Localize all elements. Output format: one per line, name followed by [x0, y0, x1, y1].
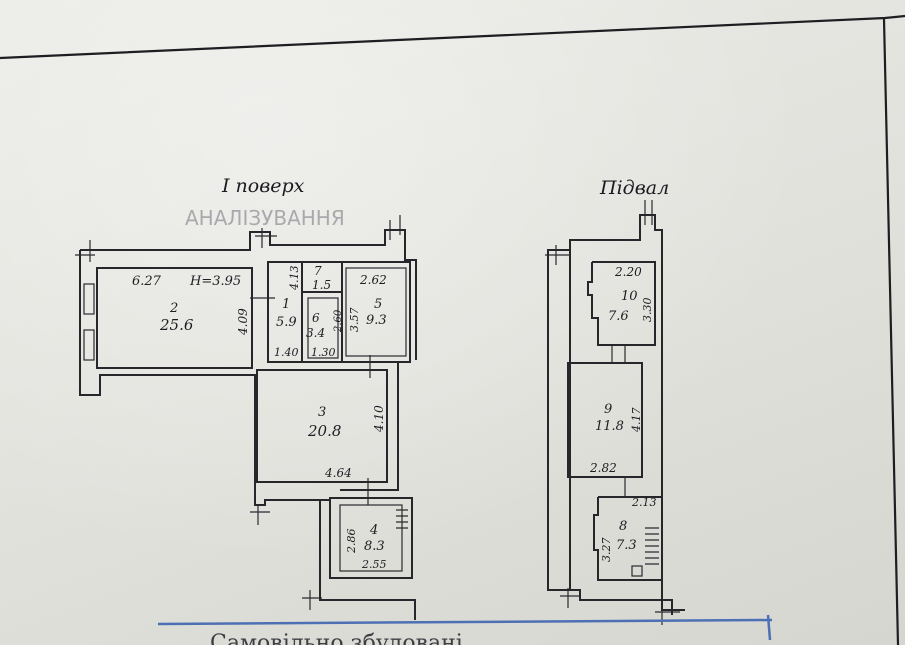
room2-number: 2 — [169, 301, 178, 316]
footer-text: Самовільно збудовані — [210, 631, 463, 645]
room4-inner — [339, 504, 403, 572]
room8-outline — [593, 496, 663, 581]
room5-number: 5 — [374, 297, 382, 312]
room6-area: 3.4 — [306, 326, 325, 340]
room8-area: 7.3 — [616, 538, 637, 553]
room2-outline — [96, 267, 253, 369]
floor1-labels: 6.27 H=3.95 2 25.6 4.09 4.13 1 5.9 1.40 … — [132, 264, 387, 571]
room7-number: 7 — [314, 264, 322, 278]
room3-dim-bottom: 4.64 — [324, 466, 352, 480]
room3-outline — [256, 369, 388, 483]
room9-number: 9 — [604, 402, 612, 417]
floor1-plan — [75, 215, 417, 620]
room6-outline — [307, 297, 339, 359]
room10-dim-side: 3.30 — [641, 298, 654, 323]
window-1 — [83, 283, 95, 315]
room4-dim-side: 2.86 — [345, 529, 358, 555]
room9-dim-side: 4.17 — [630, 408, 643, 434]
basement-right-wall — [555, 214, 685, 611]
room10-dim-top: 2.20 — [614, 265, 642, 279]
room10-area: 7.6 — [608, 309, 629, 324]
room3-area: 20.8 — [307, 422, 341, 440]
room8-dim-side: 3.27 — [600, 538, 613, 563]
basement-left-wall — [547, 249, 673, 615]
room2-height: H=3.95 — [189, 274, 241, 289]
room10-outline — [587, 261, 656, 346]
room6-dim-bottom: 1.30 — [311, 346, 336, 359]
room10-number: 10 — [621, 289, 638, 304]
room8-number: 8 — [619, 519, 627, 534]
basement-tick-marks — [545, 200, 680, 625]
basement-title: Підвал — [599, 177, 669, 199]
room9-dim-bottom: 2.82 — [589, 461, 617, 475]
room2-dim-side: 4.09 — [236, 308, 250, 336]
room8-dim-top: 2.13 — [631, 496, 657, 509]
room3-number: 3 — [318, 405, 326, 420]
frame-right-line — [882, 18, 900, 645]
frame-top-line — [0, 14, 905, 60]
basement-fixture — [631, 565, 643, 577]
stairs-floor1 — [396, 509, 408, 529]
room5-dim-top: 2.62 — [359, 273, 387, 287]
room4-outline — [329, 497, 413, 579]
room6-number: 6 — [312, 311, 320, 325]
room3-dim-side: 4.10 — [372, 405, 386, 433]
footer-blue-line — [157, 618, 773, 626]
footer-blue-tick — [766, 614, 772, 641]
room2-area: 25.6 — [159, 316, 194, 334]
basement-plan — [545, 200, 685, 625]
floor1-top-wall — [80, 229, 417, 360]
room4-number: 4 — [369, 523, 378, 538]
room9-outline — [567, 362, 643, 478]
room1-dim-bottom: 1.40 — [274, 346, 299, 359]
floor1-left-wall — [79, 250, 330, 506]
room1-number: 1 — [282, 297, 290, 312]
room5-outline — [345, 267, 407, 357]
window-2 — [83, 329, 95, 361]
room5-dim-side: 3.57 — [348, 308, 361, 333]
floor1-tick-marks — [75, 215, 401, 610]
room4-area: 8.3 — [364, 539, 385, 554]
floor1-title: I поверх — [221, 175, 305, 197]
room9-area: 11.8 — [595, 419, 624, 434]
room1-dim-side: 4.13 — [288, 266, 301, 292]
room1-area: 5.9 — [276, 315, 297, 330]
basement-labels: 2.20 10 7.6 3.30 9 11.8 4.17 2.82 2.13 3… — [589, 265, 657, 562]
room2-dim-top: 6.27 — [132, 274, 162, 289]
room4-dim-bottom: 2.55 — [361, 558, 387, 571]
room3-right-wall — [340, 361, 399, 491]
watermark-text: АНАЛІЗУВАННЯ — [185, 206, 345, 230]
room6-dim-side: 2.60 — [333, 309, 344, 333]
room5-area: 9.3 — [366, 313, 387, 328]
floor1-bottom-wall — [319, 500, 416, 620]
stairs-basement — [645, 527, 659, 565]
room7-area: 1.5 — [312, 278, 331, 292]
rooms-block-outline — [267, 261, 411, 363]
